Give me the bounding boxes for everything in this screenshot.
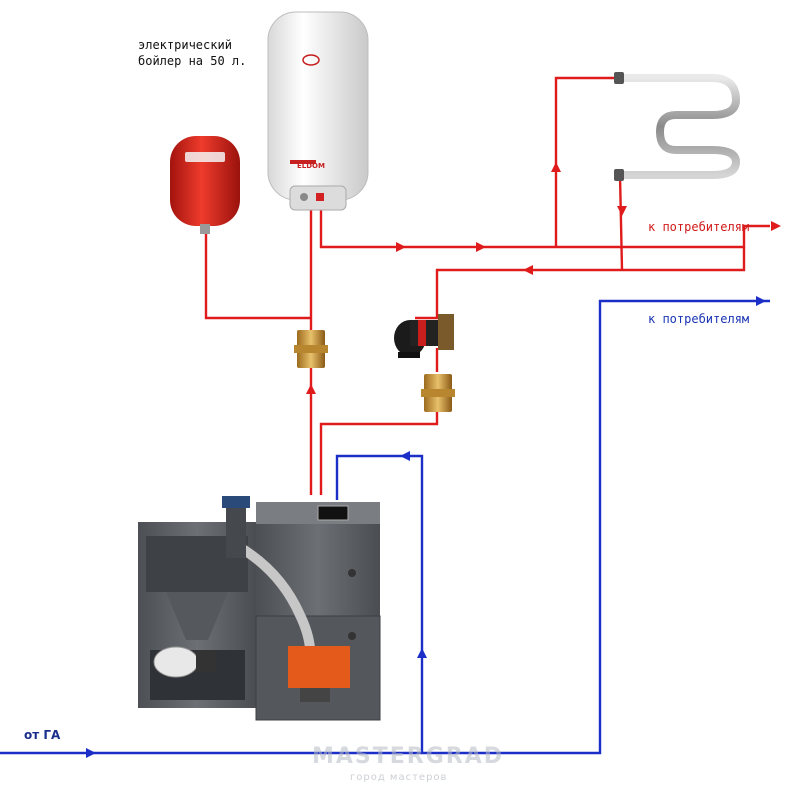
- cold-flow-arrows: [86, 296, 766, 758]
- consumers-cold-label: к потребителям: [648, 312, 750, 326]
- arrow-up: [551, 162, 561, 172]
- expansion-tank: [170, 136, 240, 234]
- arrow-left: [400, 451, 410, 461]
- consumers-hot-label: к потребителям: [648, 220, 750, 234]
- eldom-logo-icon: [302, 54, 320, 66]
- from-source-label: от ГА: [24, 728, 61, 742]
- boiler-label-line1: электрический: [138, 38, 232, 52]
- towel-warmer-mounts: [614, 72, 624, 181]
- cold-water-pipes: [0, 299, 770, 755]
- arrow-up: [417, 648, 427, 658]
- arrow-down: [617, 206, 627, 216]
- arrow-up: [306, 384, 316, 394]
- watermark-subtitle: город мастеров: [350, 772, 448, 783]
- arrow-right: [756, 296, 766, 306]
- boiler-brand-label: ELDOM: [297, 162, 325, 170]
- watermark-logo: MASTERGRAD: [312, 744, 505, 769]
- towel-warmer: [618, 74, 741, 179]
- electric-water-heater: [267, 11, 369, 211]
- arrow-right: [86, 748, 96, 758]
- arrow-right: [771, 221, 781, 231]
- arrow-left: [523, 265, 533, 275]
- check-valve-supply: [294, 330, 328, 368]
- check-valve-return: [421, 374, 455, 412]
- arrow-right: [396, 242, 406, 252]
- arrow-right: [476, 242, 486, 252]
- hot-water-pipes: [204, 76, 770, 495]
- circulation-pump: [394, 314, 454, 358]
- pellet-boiler: [138, 496, 381, 721]
- boiler-label-line2: бойлер на 50 л.: [138, 54, 247, 68]
